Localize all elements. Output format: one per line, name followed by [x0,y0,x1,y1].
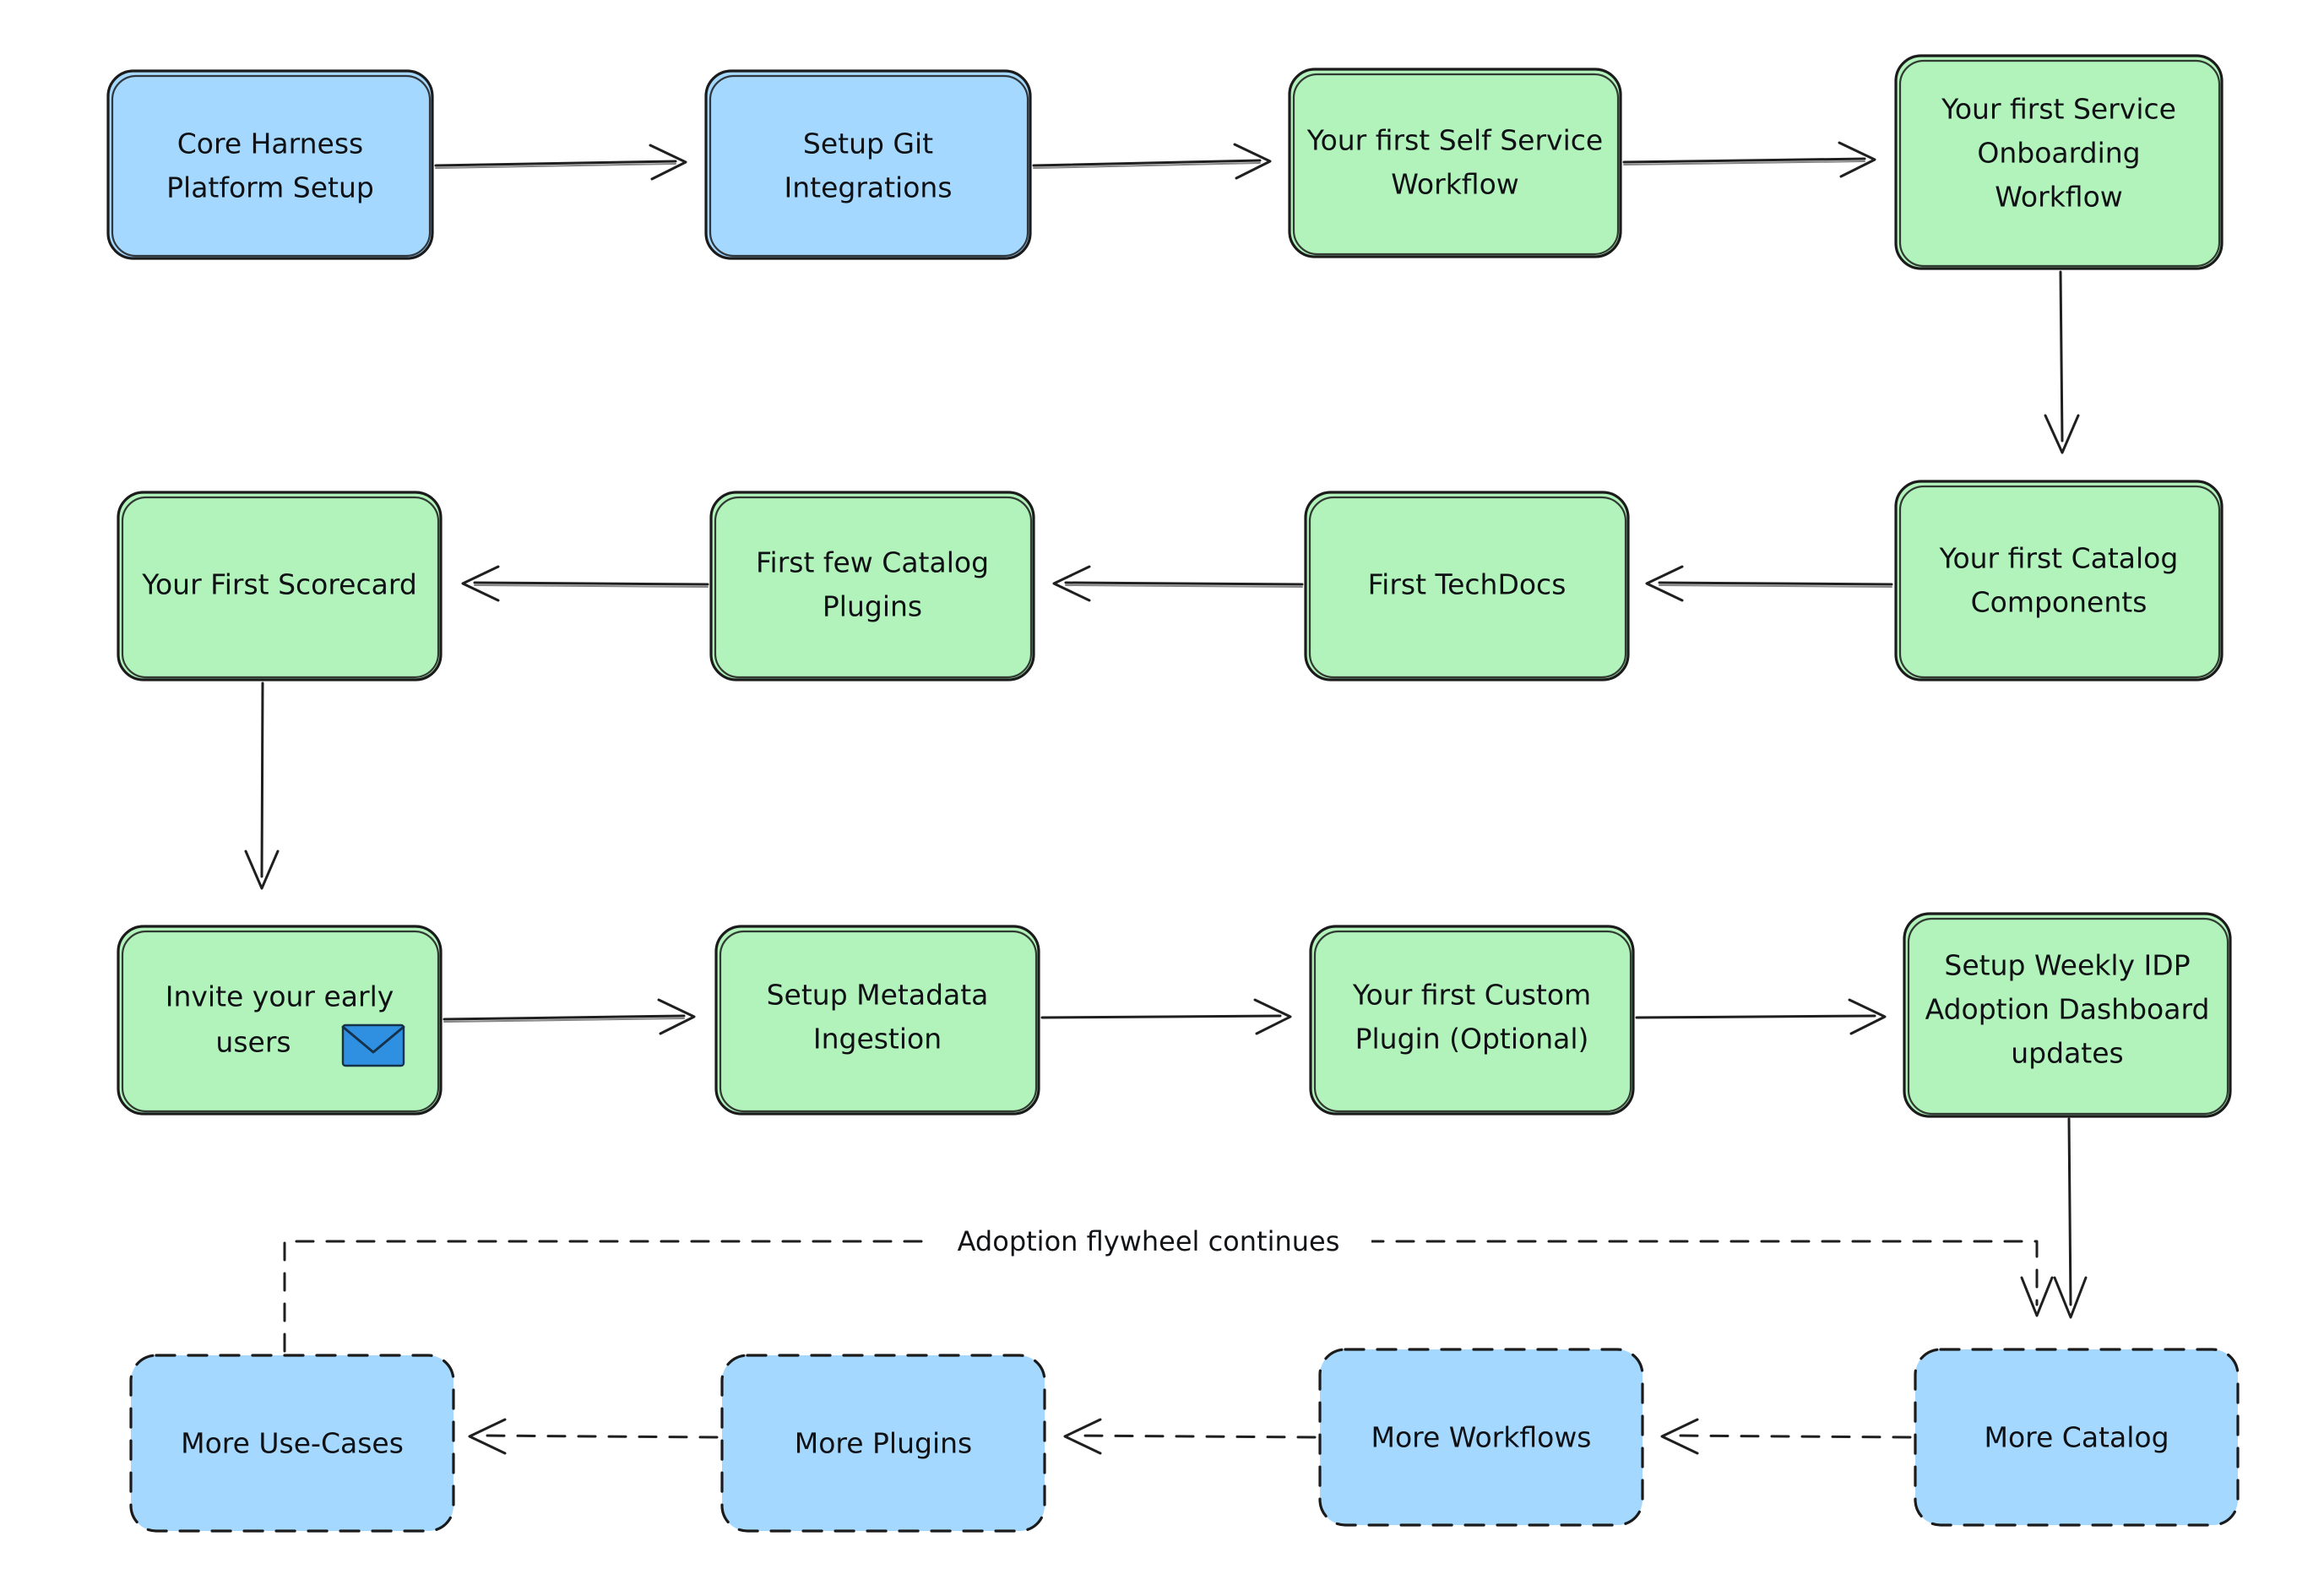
edge-onboarding-to-catalog-components [2044,270,2080,454]
node-label-line-2: Plugins [823,590,922,623]
edge-catalog-plugins-to-scorecard [461,565,709,602]
node-more-catalog[interactable]: More Catalog [1914,1348,2240,1527]
node-setup-git-integrations[interactable]: Setup Git Integrations [704,69,1032,260]
edge-scorecard-to-invite-users [244,681,280,890]
node-label-line-1: Setup Git [803,128,933,160]
node-label-line-1: More Workflows [1371,1421,1591,1454]
edges-layer: Adoption flywheel continues [244,141,2088,1455]
node-more-use-cases[interactable]: More Use-Cases [129,1354,455,1533]
edge-more-plugins-to-more-use-cases [468,1418,719,1455]
envelope-icon [341,1023,405,1067]
edge-more-catalog-to-more-workflows [1660,1418,1912,1455]
node-label-line-2: Plugin (Optional) [1355,1023,1589,1056]
node-label-line-2: Ingestion [813,1023,942,1056]
edge-core-to-git [434,144,687,181]
edge-more-workflows-to-more-plugins [1063,1418,1317,1455]
node-label-line-1: Core Harness [177,128,364,160]
flywheel-label-text: Adoption flywheel continues [958,1225,1340,1257]
edge-custom-plugin-to-weekly-dashboard [1635,998,1887,1035]
edge-label-flywheel: Adoption flywheel continues [926,1219,1371,1266]
node-label-line-1: Your first Service [1941,93,2176,126]
edge-weekly-dashboard-to-more-catalog [2053,1117,2088,1319]
edge-techdocs-to-catalog-plugins [1052,565,1304,602]
edge-flywheel-loop [283,1240,2054,1353]
edge-catalog-components-to-techdocs [1645,565,1893,602]
node-your-first-scorecard[interactable]: Your First Scorecard [117,491,443,681]
node-more-workflows[interactable]: More Workflows [1318,1348,1644,1527]
node-your-first-custom-plugin[interactable]: Your first Custom Plugin (Optional) [1309,925,1635,1116]
node-your-first-catalog-components[interactable]: Your first Catalog Components [1894,480,2224,681]
node-your-first-self-service-workflow[interactable]: Your first Self Service Workflow [1288,68,1622,258]
node-setup-weekly-idp-adoption-dashboard-updates[interactable]: Setup Weekly IDP Adoption Dashboard upda… [1903,912,2232,1118]
node-label-line-1: More Catalog [1984,1421,2169,1454]
node-label-line-1: Setup Weekly IDP [1944,949,2190,982]
node-first-techdocs[interactable]: First TechDocs [1304,491,1630,681]
node-label-line-3: updates [2011,1037,2123,1070]
node-label-line-1: Invite your early [166,980,394,1013]
node-label-line-2: users [215,1026,290,1059]
node-core-harness-platform-setup[interactable]: Core Harness Platform Setup [106,69,434,260]
edge-git-to-selfservice [1032,143,1272,180]
node-label-line-2: Components [1971,586,2148,619]
node-invite-your-early-users[interactable]: Invite your early users [117,925,443,1116]
node-label-line-2: Workflow [1391,168,1519,201]
node-label-line-1: Your first Catalog [1939,542,2179,575]
node-label-line-1: First few Catalog [756,546,989,579]
node-label-line-2: Platform Setup [166,171,374,204]
node-label-line-2: Onboarding [1977,137,2140,170]
node-label-line-1: Your first Self Service [1306,124,1603,157]
node-label-line-2: Integrations [784,171,952,204]
node-label-line-1: Setup Metadata [767,979,989,1012]
edge-selfservice-to-onboarding [1622,141,1876,178]
node-your-first-service-onboarding-workflow[interactable]: Your first Service Onboarding Workflow [1894,54,2224,270]
node-label-line-1: Your First Scorecard [141,568,417,601]
edge-invite-users-to-metadata [443,998,696,1035]
node-first-few-catalog-plugins[interactable]: First few Catalog Plugins [709,491,1035,681]
node-label-line-1: Your first Custom [1352,979,1591,1012]
node-label-line-3: Workflow [1995,181,2123,214]
node-more-plugins[interactable]: More Plugins [720,1354,1046,1533]
node-label-line-2: Adoption Dashboard [1925,993,2210,1026]
node-setup-metadata-ingestion[interactable]: Setup Metadata Ingestion [714,925,1040,1116]
node-label-line-1: More Use-Cases [181,1427,404,1460]
edge-metadata-to-custom-plugin [1040,998,1292,1035]
node-label-line-1: First TechDocs [1368,568,1567,601]
node-label-line-1: More Plugins [795,1427,973,1460]
